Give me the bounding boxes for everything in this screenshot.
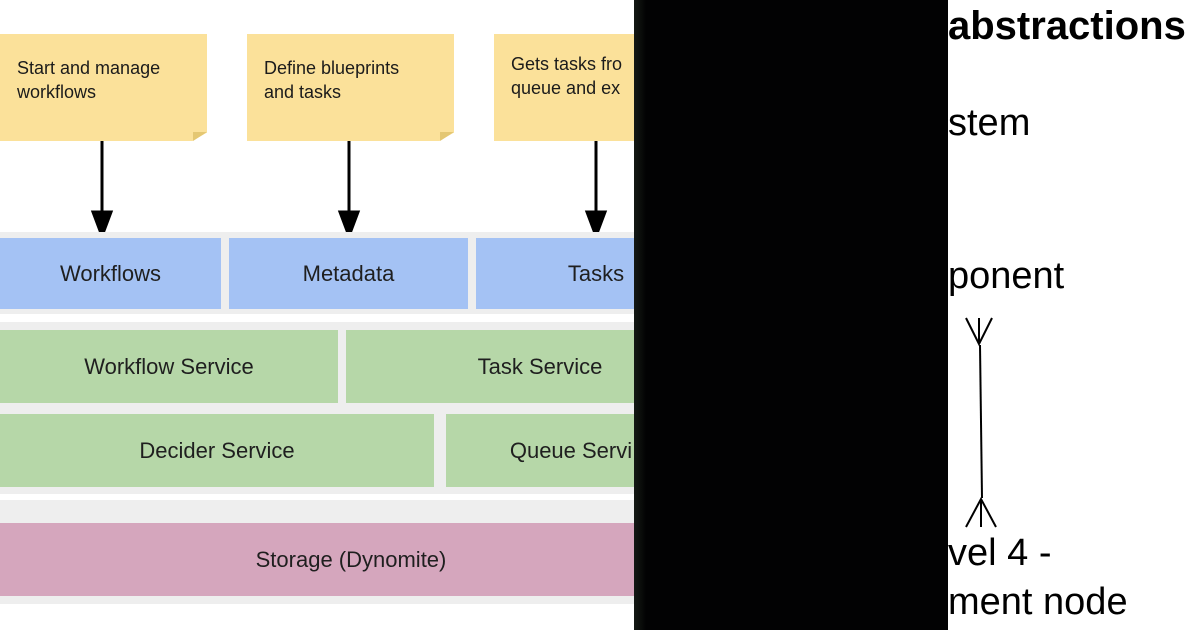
architecture-diagram: Start and manage workflows Define bluepr… (0, 34, 634, 604)
note-define-blueprints: Define blueprints and tasks (247, 34, 454, 141)
note-line: and tasks (264, 82, 342, 102)
slide-line-node: ment node (948, 581, 1128, 623)
api-box-label: Metadata (302, 260, 395, 286)
api-box-tasks: Tasks (476, 238, 634, 309)
service-box-label: Task Service (477, 353, 603, 379)
service-box-queue: Queue Servi (446, 414, 634, 487)
note-line: workflows (17, 82, 97, 102)
storage-box-label: Storage (Dynomite) (255, 546, 447, 572)
dark-image-panel (634, 0, 948, 630)
service-box-label: Queue Servi (509, 437, 633, 463)
slide-line-system: stem (948, 102, 1031, 144)
note-start-manage-workflows: Start and manage workflows (0, 34, 207, 141)
service-box-label: Decider Service (139, 437, 295, 463)
note-line: queue and ex (511, 78, 621, 98)
storage-box: Storage (Dynomite) (0, 523, 634, 596)
service-box-decider: Decider Service (0, 414, 434, 487)
service-box-task: Task Service (346, 330, 634, 403)
slide-heading: abstractions (948, 4, 1186, 48)
note-fold (440, 132, 454, 141)
api-box-workflows: Workflows (0, 238, 221, 309)
slide-text-panel: abstractions stem ponent vel 4 - ment no… (948, 0, 1200, 630)
api-box-metadata: Metadata (229, 238, 468, 309)
note-line: Start and manage (17, 58, 161, 78)
note-line: Define blueprints (264, 58, 400, 78)
service-box-label: Workflow Service (84, 353, 254, 379)
slide-line-level: vel 4 - (948, 532, 1052, 574)
double-arrow-icon (965, 317, 997, 528)
api-box-label: Workflows (59, 260, 162, 286)
service-box-workflow: Workflow Service (0, 330, 338, 403)
note-gets-tasks: Gets tasks fro queue and ex (494, 34, 634, 141)
dark-image-edge (634, 0, 646, 630)
api-box-label: Tasks (567, 260, 625, 286)
slide-line-component: ponent (948, 255, 1065, 297)
note-fold (193, 132, 207, 141)
note-line: Gets tasks fro (511, 54, 623, 74)
